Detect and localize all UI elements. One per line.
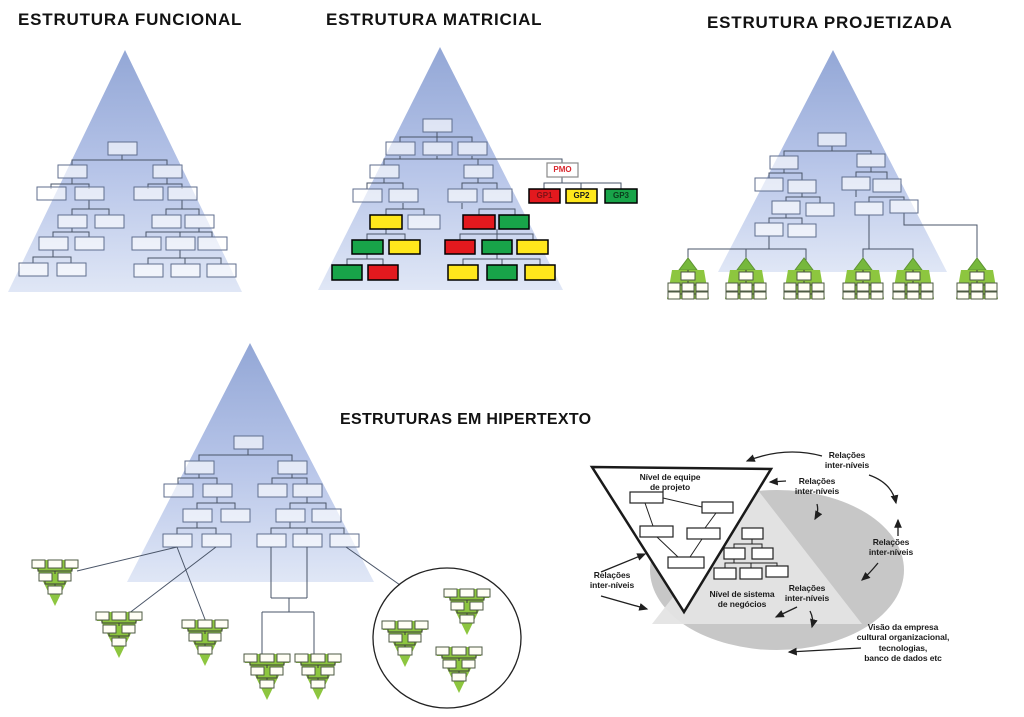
hypertext-tree [294,653,342,701]
projetizada-pyramid [666,50,999,300]
matricial-pyramid [318,47,638,290]
title-funcional: ESTRUTURA FUNCIONAL [18,10,243,29]
projetizada-org-chart [754,132,919,238]
pmo-label: PMO [553,165,572,174]
hypertext-tree [435,646,483,694]
business-level-label: Nível de sistema de negócios [709,589,775,610]
hypertext-tree [31,559,79,607]
hipertexto-org-chart [162,435,360,548]
inter-level-arrows [600,451,902,656]
pmo-branch [528,162,638,204]
hypertext-tree [443,588,491,636]
hipertexto-detail-diagram [589,451,904,656]
gp3-label: GP3 [612,191,629,200]
relations-label-top: Relações inter-níveis [824,450,870,471]
title-projetizada: ESTRUTURA PROJETIZADA [707,13,953,32]
relations-label-left: Relações inter-níveis [589,570,635,591]
vision-label: Visão da empresa cultural organizacional… [856,622,950,664]
title-hipertexto: ESTRUTURAS EM HIPERTEXTO [340,411,592,428]
matricial-org-chart [331,118,556,281]
relations-label-upper: Relações inter-níveis [794,476,840,497]
title-matricial: ESTRUTURA MATRICIAL [326,10,543,29]
relations-label-center: Relações inter-níveis [784,583,830,604]
business-system-org-chart [713,527,789,580]
hipertexto-pyramid [31,343,522,709]
gp2-label: GP2 [573,191,590,200]
hypertext-tree [95,611,143,659]
hypertext-tree [181,619,229,667]
relations-label-right: Relações inter-níveis [868,537,914,558]
project-team-tree [666,257,710,300]
hypertext-tree [243,653,291,701]
hypertext-tree [381,620,429,668]
project-team-tree [955,257,999,300]
hypertext-tree-cluster-circle [372,567,522,709]
funcional-org-chart [18,141,237,278]
cluster-circle [372,567,522,709]
team-level-label: Nível de equipe de projeto [639,472,701,493]
funcional-pyramid [8,50,242,292]
gp1-label: GP1 [536,191,553,200]
project-team-network [629,491,734,569]
